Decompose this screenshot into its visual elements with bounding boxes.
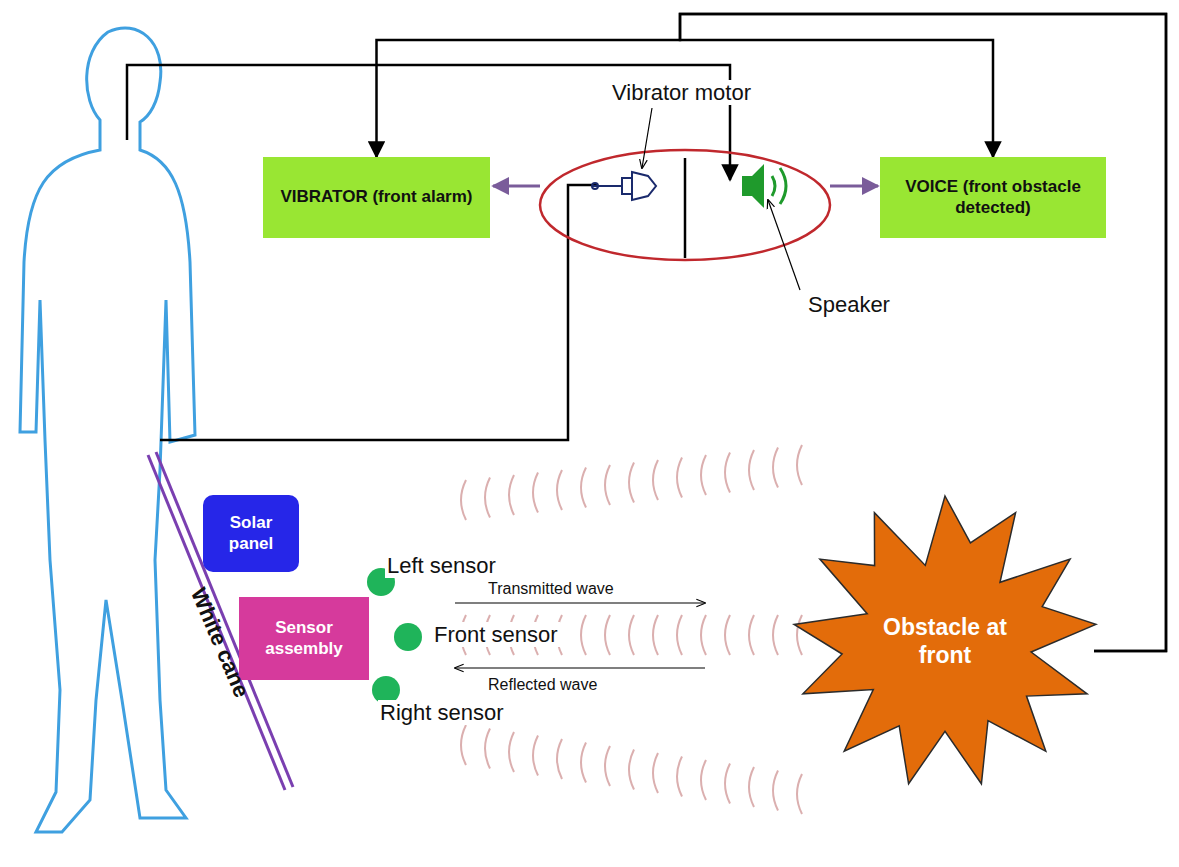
node-text: Solar panel	[211, 513, 291, 554]
node-text: Sensor assembly	[247, 618, 361, 659]
part-label: Right sensor	[378, 700, 506, 725]
part-label: Left sensor	[385, 553, 498, 578]
wave-arrow	[455, 667, 705, 668]
part-label: Vibrator motor	[610, 80, 753, 105]
divider	[684, 158, 687, 258]
node-text: VOICE (front obstacle detected)	[888, 177, 1098, 218]
part-label: Speaker	[806, 292, 892, 317]
double-arrow	[493, 185, 540, 188]
process-box: Solar panel	[203, 495, 299, 572]
wave-arrow	[455, 602, 705, 603]
process-box: Sensor assembly	[239, 597, 369, 680]
obstacle-starburst: Obstacle at front	[790, 492, 1100, 792]
process-box: VIBRATOR (front alarm)	[263, 157, 490, 238]
leader-line	[642, 108, 652, 168]
connector	[377, 14, 1167, 651]
sensor	[394, 623, 422, 651]
output-ellipse	[540, 150, 830, 260]
node-text: VIBRATOR (front alarm)	[280, 187, 472, 207]
person-outline	[20, 28, 195, 832]
node-text: Obstacle at front	[860, 614, 1030, 669]
double-arrow	[830, 185, 878, 188]
vibrator-motor-symbol	[592, 172, 656, 200]
connector	[680, 14, 1166, 651]
leader-line	[768, 200, 800, 290]
part-label: Front sensor	[432, 622, 560, 647]
speaker-symbol	[742, 164, 786, 208]
process-box: VOICE (front obstacle detected)	[880, 157, 1106, 238]
part-label: Transmitted wave	[486, 580, 616, 598]
part-label: Reflected wave	[486, 676, 599, 694]
